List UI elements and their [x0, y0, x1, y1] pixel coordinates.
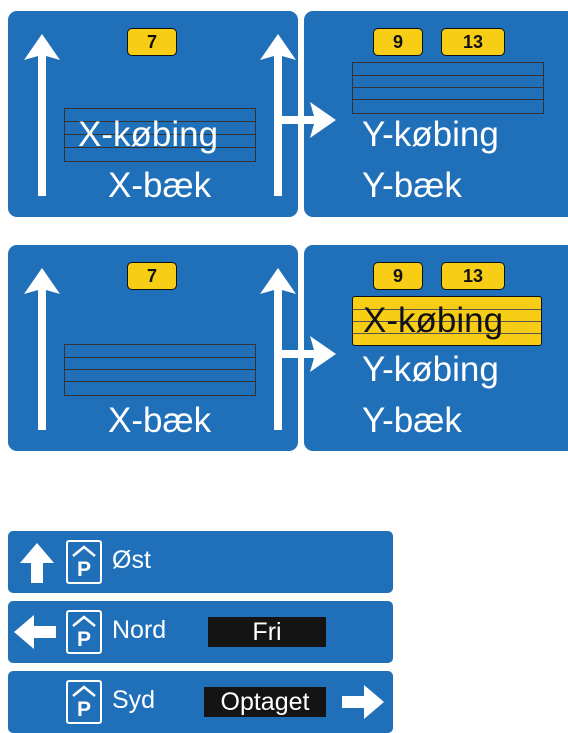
parking-symbol: P: [76, 628, 91, 651]
sign2-right-destination-2: Y-bæk: [362, 401, 462, 440]
arrow-left-icon: [14, 615, 56, 649]
route-number: 9: [392, 265, 403, 286]
parking-row-nord: P Nord Fri: [8, 601, 393, 663]
parking-icon: P: [66, 610, 102, 654]
branch-right-arrow-icon: [260, 268, 336, 430]
parking-destination: Nord: [112, 616, 167, 644]
sign1-right-panel: [304, 11, 568, 217]
sign2-right-highlight-strip: X-købing: [352, 296, 542, 346]
sign1-left-route-badge: 7: [127, 28, 177, 56]
parking-destination: Syd: [112, 686, 156, 714]
sign2-right-destination-1: Y-købing: [362, 350, 499, 389]
route-number: 13: [462, 265, 484, 286]
parking-icon: P: [66, 680, 102, 724]
arrow-right-icon: [342, 685, 384, 719]
parking-destination: Øst: [112, 546, 151, 574]
straight-arrow-icon: [24, 34, 60, 196]
parking-status-free: Fri: [208, 617, 326, 647]
branch-right-arrow-icon: [260, 34, 336, 196]
sign2-highlight-destination: X-købing: [363, 301, 504, 340]
sign1-right-empty-strip: [352, 62, 544, 114]
route-number: 9: [392, 31, 403, 52]
route-number: 7: [146, 31, 157, 52]
parking-status-occupied: Optaget: [204, 687, 326, 717]
route-number: 13: [462, 31, 484, 52]
arrow-up-icon: [20, 543, 54, 583]
parking-row-syd: P Syd Optaget: [8, 671, 393, 733]
sign1-left-destination-2: X-bæk: [108, 166, 212, 205]
sign2-left-destination-1: X-bæk: [108, 401, 212, 440]
parking-symbol: P: [76, 698, 91, 721]
sign1-left-removable-strip: [64, 108, 256, 162]
sign2-right-route-badge-2: 13: [441, 262, 505, 290]
sign1-right-route-badge-2: 13: [441, 28, 505, 56]
sign1-right-destination-1: Y-købing: [362, 115, 499, 154]
sign1-right-route-badge-1: 9: [373, 28, 423, 56]
parking-icon: P: [66, 540, 102, 584]
straight-arrow-icon: [24, 268, 60, 430]
sign1-left-destination-1: X-købing: [78, 115, 219, 154]
sign2-left-route-badge: 7: [127, 262, 177, 290]
sign1-right-destination-2: Y-bæk: [362, 166, 462, 205]
parking-row-ost: P Øst: [8, 531, 393, 593]
sign2-right-panel: [304, 245, 568, 451]
route-number: 7: [146, 265, 157, 286]
parking-symbol: P: [76, 558, 91, 581]
sign2-right-route-badge-1: 9: [373, 262, 423, 290]
sign2-left-empty-strip: [64, 344, 256, 396]
